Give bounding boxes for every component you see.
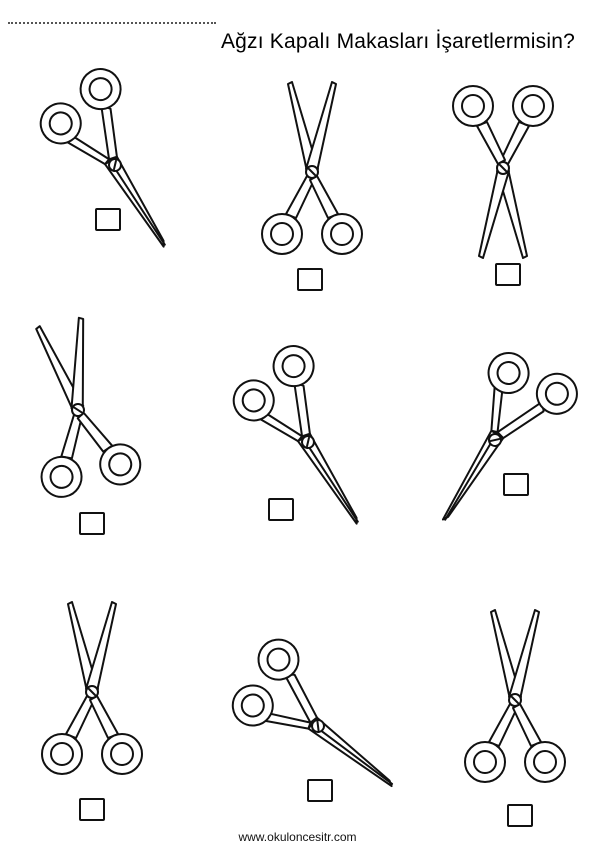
answer-checkbox-3[interactable] [495,263,521,286]
scissors-1-icon [27,60,208,270]
answer-checkbox-5[interactable] [268,498,294,521]
answer-checkbox-4[interactable] [79,512,105,535]
answer-checkbox-2[interactable] [297,268,323,291]
scissors-6-icon [406,337,586,548]
answer-checkbox-9[interactable] [507,804,533,827]
scissors-9-icon [464,609,566,783]
answer-checkbox-1[interactable] [95,208,121,231]
page-title: Ağzı Kapalı Makasları İşaretlermisin? [220,30,575,53]
scissors-5-icon [220,337,401,547]
answer-checkbox-8[interactable] [307,779,333,802]
footer-website: www.okulonсesitr.com [238,830,357,844]
scissors-4-icon [9,310,145,502]
answer-checkbox-6[interactable] [503,473,529,496]
answer-checkbox-7[interactable] [79,798,105,821]
scissors-7-icon [41,601,143,775]
scissors-2-icon [261,81,363,255]
scissors-3-icon [452,85,554,259]
dotted-name-line [8,22,216,26]
